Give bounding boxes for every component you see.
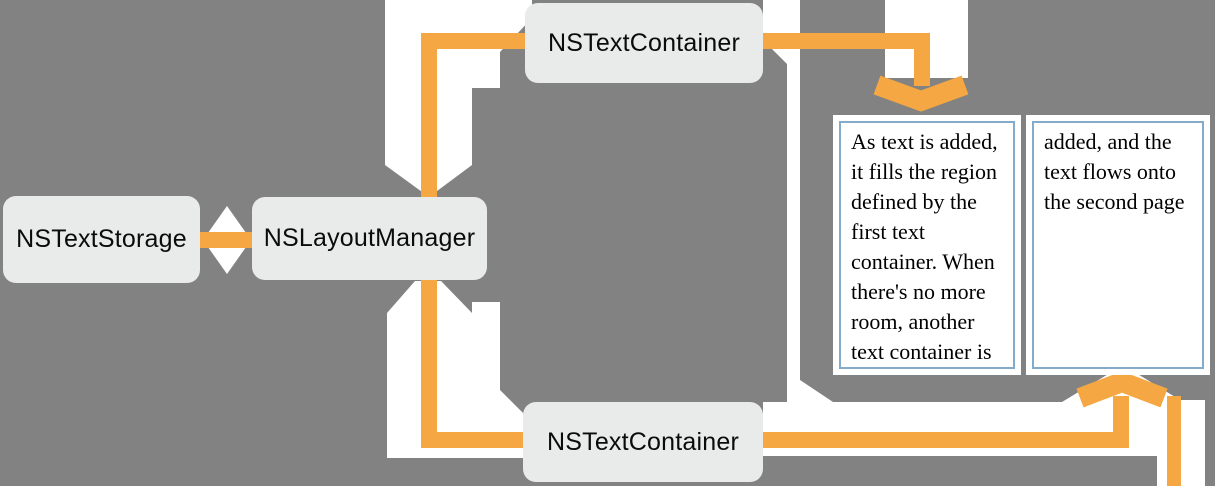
text-page-1-content: As text is added, it fills the region de…: [839, 121, 1015, 369]
white-band-arrow-top-container-to-manager: [385, 0, 532, 197]
node-nstextcontainer-top: NSTextContainer: [525, 3, 763, 83]
white-band-bottom-container-notch: [472, 302, 523, 458]
node-nslayoutmanager: NSLayoutManager: [252, 197, 487, 280]
orange-link-top-vertical: [421, 33, 437, 197]
orange-link-storage-manager: [200, 232, 252, 248]
node-nstextcontainer-bottom: NSTextContainer: [523, 402, 763, 482]
node-nslayoutmanager-label: NSLayoutManager: [263, 224, 476, 252]
node-nstextstorage-label: NSTextStorage: [16, 225, 187, 253]
node-nstextstorage: NSTextStorage: [3, 196, 200, 283]
text-page-2-content: added, and the text flows onto the secon…: [1032, 121, 1204, 369]
orange-arrow-shaft-to-page1: [914, 49, 930, 86]
text-page-2: added, and the text flows onto the secon…: [1026, 115, 1210, 375]
orange-link-right-edge-vertical: [1167, 396, 1181, 486]
node-nstextcontainer-top-label: NSTextContainer: [548, 28, 740, 57]
orange-arrowhead-down-page1: [873, 75, 969, 112]
node-nstextcontainer-bottom-label: NSTextContainer: [547, 427, 739, 456]
orange-link-bottom-vertical: [421, 280, 437, 448]
orange-arrowhead-up-page2: [1076, 371, 1168, 408]
text-page-1: As text is added, it fills the region de…: [833, 115, 1021, 375]
orange-arrow-shaft-to-page2: [1113, 396, 1129, 448]
